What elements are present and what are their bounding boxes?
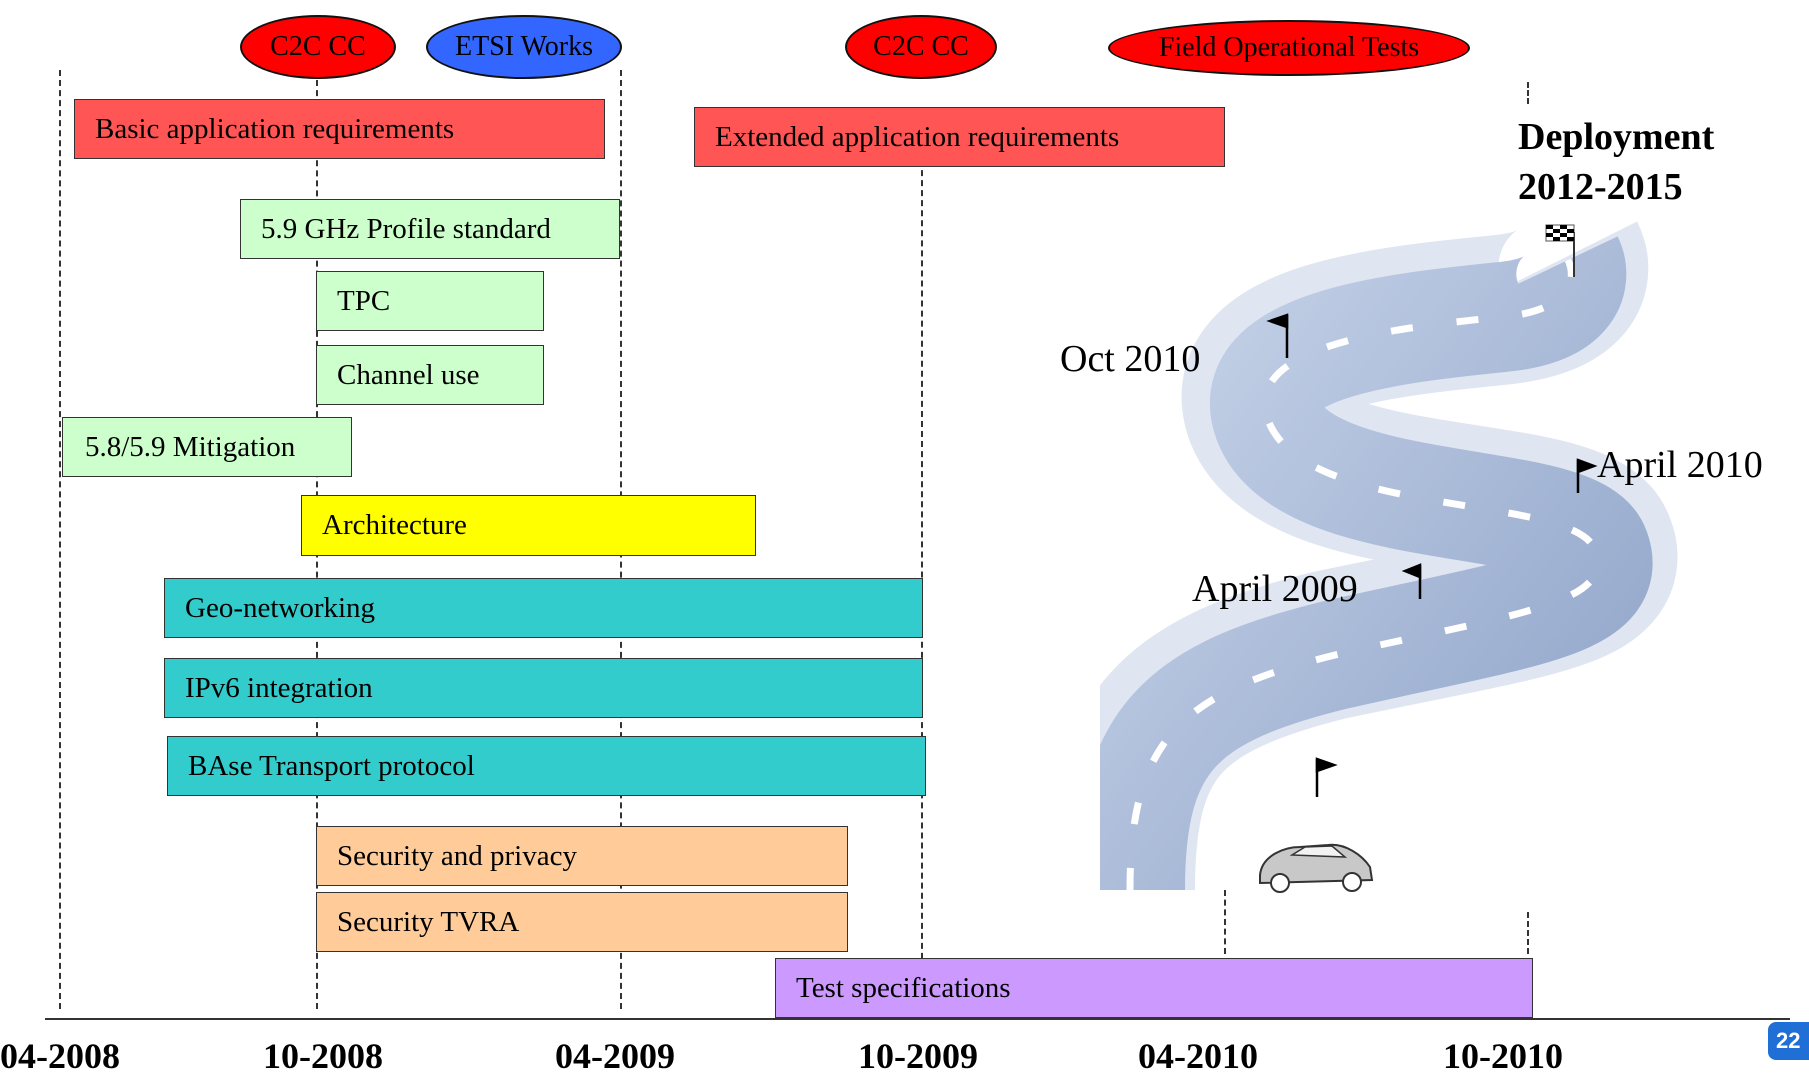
event-etsi-works: ETSI Works [426,15,622,79]
car-icon [1259,843,1374,893]
gridline-10-2010 [1527,82,1529,104]
task-geo-networking: Geo-networking [164,578,923,638]
task-basic-app-req: Basic application requirements [74,99,605,159]
checkered-flag-icon [1545,224,1575,277]
event-c2c-cc-1: C2C CC [240,15,396,79]
road-center-line [1126,258,1602,891]
flag-oct-2010-icon [1266,313,1289,358]
gridline-04-2008 [59,70,61,1009]
deployment-years: 2012-2015 [1518,166,1683,208]
milestone-oct-2010: Oct 2010 [1060,338,1201,380]
axis-label-10-2009: 10-2009 [858,1036,978,1076]
task-profile-standard: 5.9 GHz Profile standard [240,199,620,259]
axis-label-04-2008: 04-2008 [0,1036,120,1076]
page-number: 22 [1768,1022,1809,1060]
flag-start-icon [1315,757,1338,797]
task-security-privacy: Security and privacy [316,826,848,886]
flag-april-2009-icon [1401,563,1422,599]
axis-label-04-2009: 04-2009 [555,1036,675,1076]
time-axis [45,1018,1790,1020]
gridline-10-2010-lower [1527,912,1529,954]
task-architecture: Architecture [301,495,756,556]
roadmap-illustration [1100,221,1678,893]
deployment-label: Deployment 2012-2015 [1518,112,1714,212]
task-channel-use: Channel use [316,345,544,405]
gridline-10-2009 [921,150,923,979]
event-c2c-cc-2: C2C CC [845,15,997,79]
task-extended-app-req: Extended application requirements [694,107,1225,167]
task-security-tvra: Security TVRA [316,892,848,952]
axis-label-10-2010: 10-2010 [1443,1036,1563,1076]
task-ipv6-integration: IPv6 integration [164,658,923,718]
task-tpc: TPC [316,271,544,331]
task-test-specifications: Test specifications [775,958,1533,1018]
gridline-04-2010 [1224,890,1226,954]
axis-label-10-2008: 10-2008 [263,1036,383,1076]
task-base-transport-protocol: BAse Transport protocol [167,736,926,796]
axis-label-04-2010: 04-2010 [1138,1036,1258,1076]
flag-april-2010-icon [1576,458,1598,493]
milestone-april-2009: April 2009 [1192,568,1358,610]
event-field-operational-tests: Field Operational Tests [1108,20,1470,76]
task-mitigation: 5.8/5.9 Mitigation [62,417,352,477]
deployment-title: Deployment [1518,116,1715,158]
milestone-april-2010: April 2010 [1597,444,1763,486]
